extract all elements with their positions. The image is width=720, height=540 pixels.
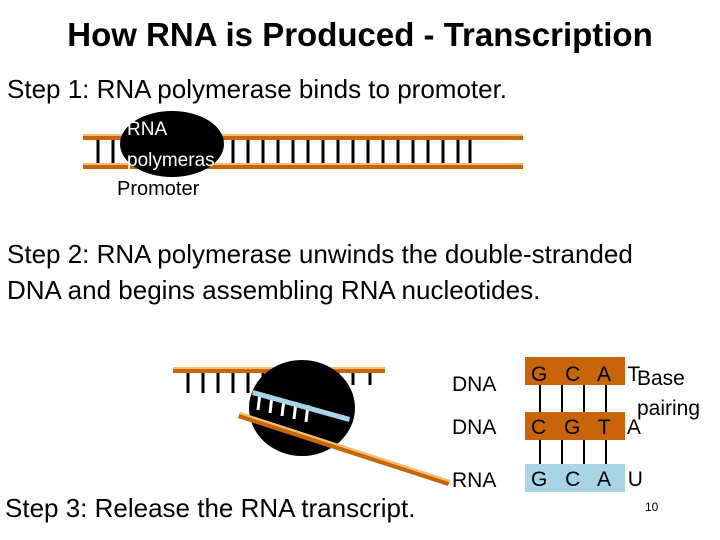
dna-row-2-bg (525, 412, 625, 440)
slide-title: How RNA is Produced - Transcription (67, 16, 653, 53)
step-2-text-line2: DNA and begins assembling RNA nucleotide… (7, 275, 541, 305)
base-pairing-note-line1: Base (637, 367, 685, 390)
step-2-text-line1: Step 2: RNA polymerase unwinds the doubl… (7, 239, 633, 269)
dna-top-strand (83, 134, 523, 140)
bases-dna-2: C G T A (531, 416, 647, 439)
page-number: 10 (645, 500, 659, 514)
promoter-label: Promoter (117, 178, 200, 200)
row-label-rna: RNA (452, 469, 497, 492)
bases-dna-1: G C A T (531, 363, 647, 386)
rna-polymerase-blob (120, 111, 224, 177)
bases-rna: G C A U (531, 468, 649, 491)
step2-dna (173, 360, 450, 486)
step-3-text: Step 3: Release the RNA transcript. (5, 493, 416, 523)
row-label-dna-2: DNA (452, 416, 497, 439)
row-label-dna-1: DNA (452, 373, 497, 396)
polymerase-label-line1: RNA (127, 119, 168, 140)
rna-row-bg (525, 464, 625, 492)
base-pairing-graphic (525, 357, 625, 492)
base-pair-rungs (96, 140, 472, 163)
polymerase-label-line2: polymeras (127, 150, 215, 171)
rna-transcript-strand (252, 390, 350, 422)
dna-row-1-bg (525, 357, 625, 385)
dna-bottom-strand (83, 163, 523, 169)
step-1-text: Step 1: RNA polymerase binds to promoter… (7, 74, 508, 104)
step1-dna (83, 111, 523, 177)
base-pairing-note-line2: pairing (637, 397, 701, 420)
